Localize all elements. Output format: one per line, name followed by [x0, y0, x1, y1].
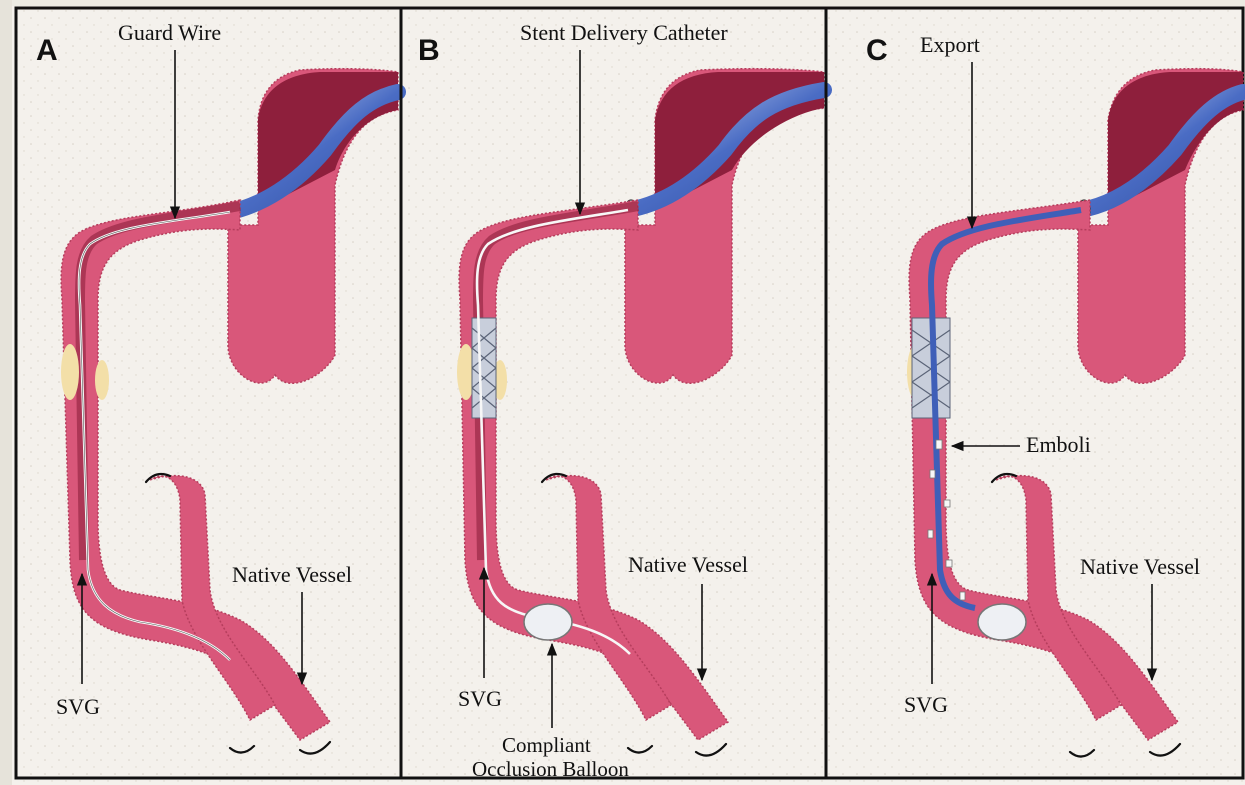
emboli-label: Emboli [1026, 432, 1091, 457]
svg-label-b: SVG [458, 686, 502, 711]
balloon-label-line2: Occlusion Balloon [472, 757, 629, 781]
panel-b-letter: B [418, 34, 440, 67]
balloon-label-line1: Compliant [502, 733, 591, 757]
occlusion-balloon [524, 604, 572, 640]
svg-label-c: SVG [904, 692, 948, 717]
export-label: Export [920, 32, 980, 57]
stent-delivery-catheter-label: Stent Delivery Catheter [520, 20, 728, 45]
stent [472, 318, 496, 418]
native-vessel-label-b: Native Vessel [628, 552, 748, 577]
svg-label-a: SVG [56, 694, 100, 719]
native-vessel-label-c: Native Vessel [1080, 554, 1200, 579]
native-vessel-label-a: Native Vessel [232, 562, 352, 587]
panel-c-letter: C [866, 34, 888, 67]
occlusion-balloon [978, 604, 1026, 640]
guard-wire-label: Guard Wire [118, 20, 221, 45]
panel-a-letter: A [36, 34, 58, 67]
